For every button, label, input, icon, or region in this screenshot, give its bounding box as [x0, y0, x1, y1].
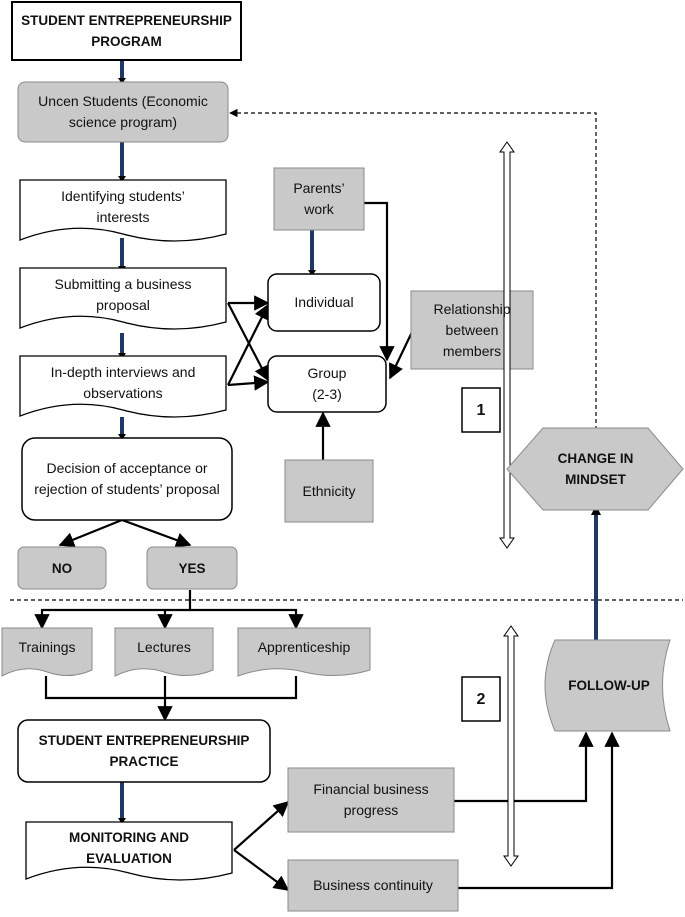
no-label: NO	[51, 560, 73, 576]
arrow-to-trainings	[34, 590, 192, 630]
yes-label: YES	[178, 560, 206, 576]
trainings-label: Trainings	[18, 638, 76, 655]
arrow-continuity-followup	[458, 731, 620, 890]
lectures-label: Lectures	[137, 638, 191, 655]
practice-label: STUDENT ENTREPRENEURSHIP PRACTICE	[38, 733, 250, 769]
decision-box	[21, 437, 233, 521]
interests-doc	[19, 179, 227, 242]
arrow-financial-followup	[454, 731, 594, 803]
mindset-label: CHANGE IN MINDSET	[557, 451, 634, 487]
interests-label: Identifying students’ interests	[61, 188, 185, 225]
group-box	[267, 355, 387, 413]
arrow-to-no	[58, 518, 123, 547]
stage-2-label: 2	[476, 690, 486, 708]
arrow-interviews-individual	[227, 303, 269, 386]
ethnicity-label: Ethnicity	[302, 482, 356, 499]
mindset-hexagon	[506, 427, 684, 511]
arrow-proposal-group	[227, 302, 269, 382]
decision-label: Decision of acceptance or rejection of s…	[34, 460, 220, 497]
apprenticeship-doc	[237, 627, 371, 677]
stage-1-label: 1	[476, 401, 486, 419]
no-box	[17, 546, 107, 590]
yes-box	[146, 546, 238, 590]
individual-label: Individual	[294, 294, 354, 310]
financial-label: Financial business progress	[313, 781, 429, 818]
feedback-arrow	[229, 108, 597, 430]
relationship-label: Relationship between members	[433, 300, 511, 359]
individual-box	[267, 273, 381, 332]
arrow-to-yes	[121, 518, 192, 548]
monitoring-label: MONITORING AND EVALUATION	[69, 830, 189, 866]
ethnicity-box	[284, 459, 374, 523]
stage-1-box	[461, 387, 501, 433]
interviews-doc	[19, 355, 227, 418]
monitoring-doc	[25, 821, 233, 881]
program-label: STUDENT ENTREPRENEURSHIP PROGRAM	[21, 13, 232, 49]
arrow-to-apprenticeship	[190, 608, 304, 630]
arrow-interviews-group	[227, 375, 270, 391]
group-label: Group (2-3)	[307, 365, 347, 402]
apprenticeship-label: Apprenticeship	[257, 638, 351, 655]
continuity-label: Business continuity	[313, 877, 433, 893]
trainings-doc	[1, 627, 93, 677]
relationship-box	[410, 290, 534, 370]
stage-2-span-arrow	[503, 625, 519, 867]
interviews-label: In-depth interviews and observations	[50, 364, 196, 401]
arrow-relationship-group	[389, 331, 413, 380]
lectures-doc	[114, 627, 214, 677]
arrow-to-financial	[233, 800, 290, 851]
merge-line	[44, 676, 298, 700]
students-box	[17, 81, 229, 143]
followup-shape	[544, 639, 671, 732]
parents-label: Parents’ work	[293, 180, 345, 217]
main-flow-connectors	[120, 60, 598, 822]
proposal-label: Submitting a business proposal	[54, 276, 192, 313]
arrow-parents-group	[364, 201, 395, 362]
practice-box	[17, 719, 271, 783]
financial-box	[287, 767, 455, 833]
stage-1-span-arrow	[499, 141, 515, 549]
parents-box	[273, 167, 365, 231]
stage-2-box	[461, 676, 501, 722]
proposal-doc	[19, 267, 227, 330]
arrow-to-continuity	[233, 849, 290, 891]
program-box	[11, 1, 242, 61]
followup-label: FOLLOW-UP	[568, 678, 650, 693]
continuity-box	[287, 859, 459, 912]
students-label: Uncen Students (Economic science program…	[38, 93, 208, 130]
